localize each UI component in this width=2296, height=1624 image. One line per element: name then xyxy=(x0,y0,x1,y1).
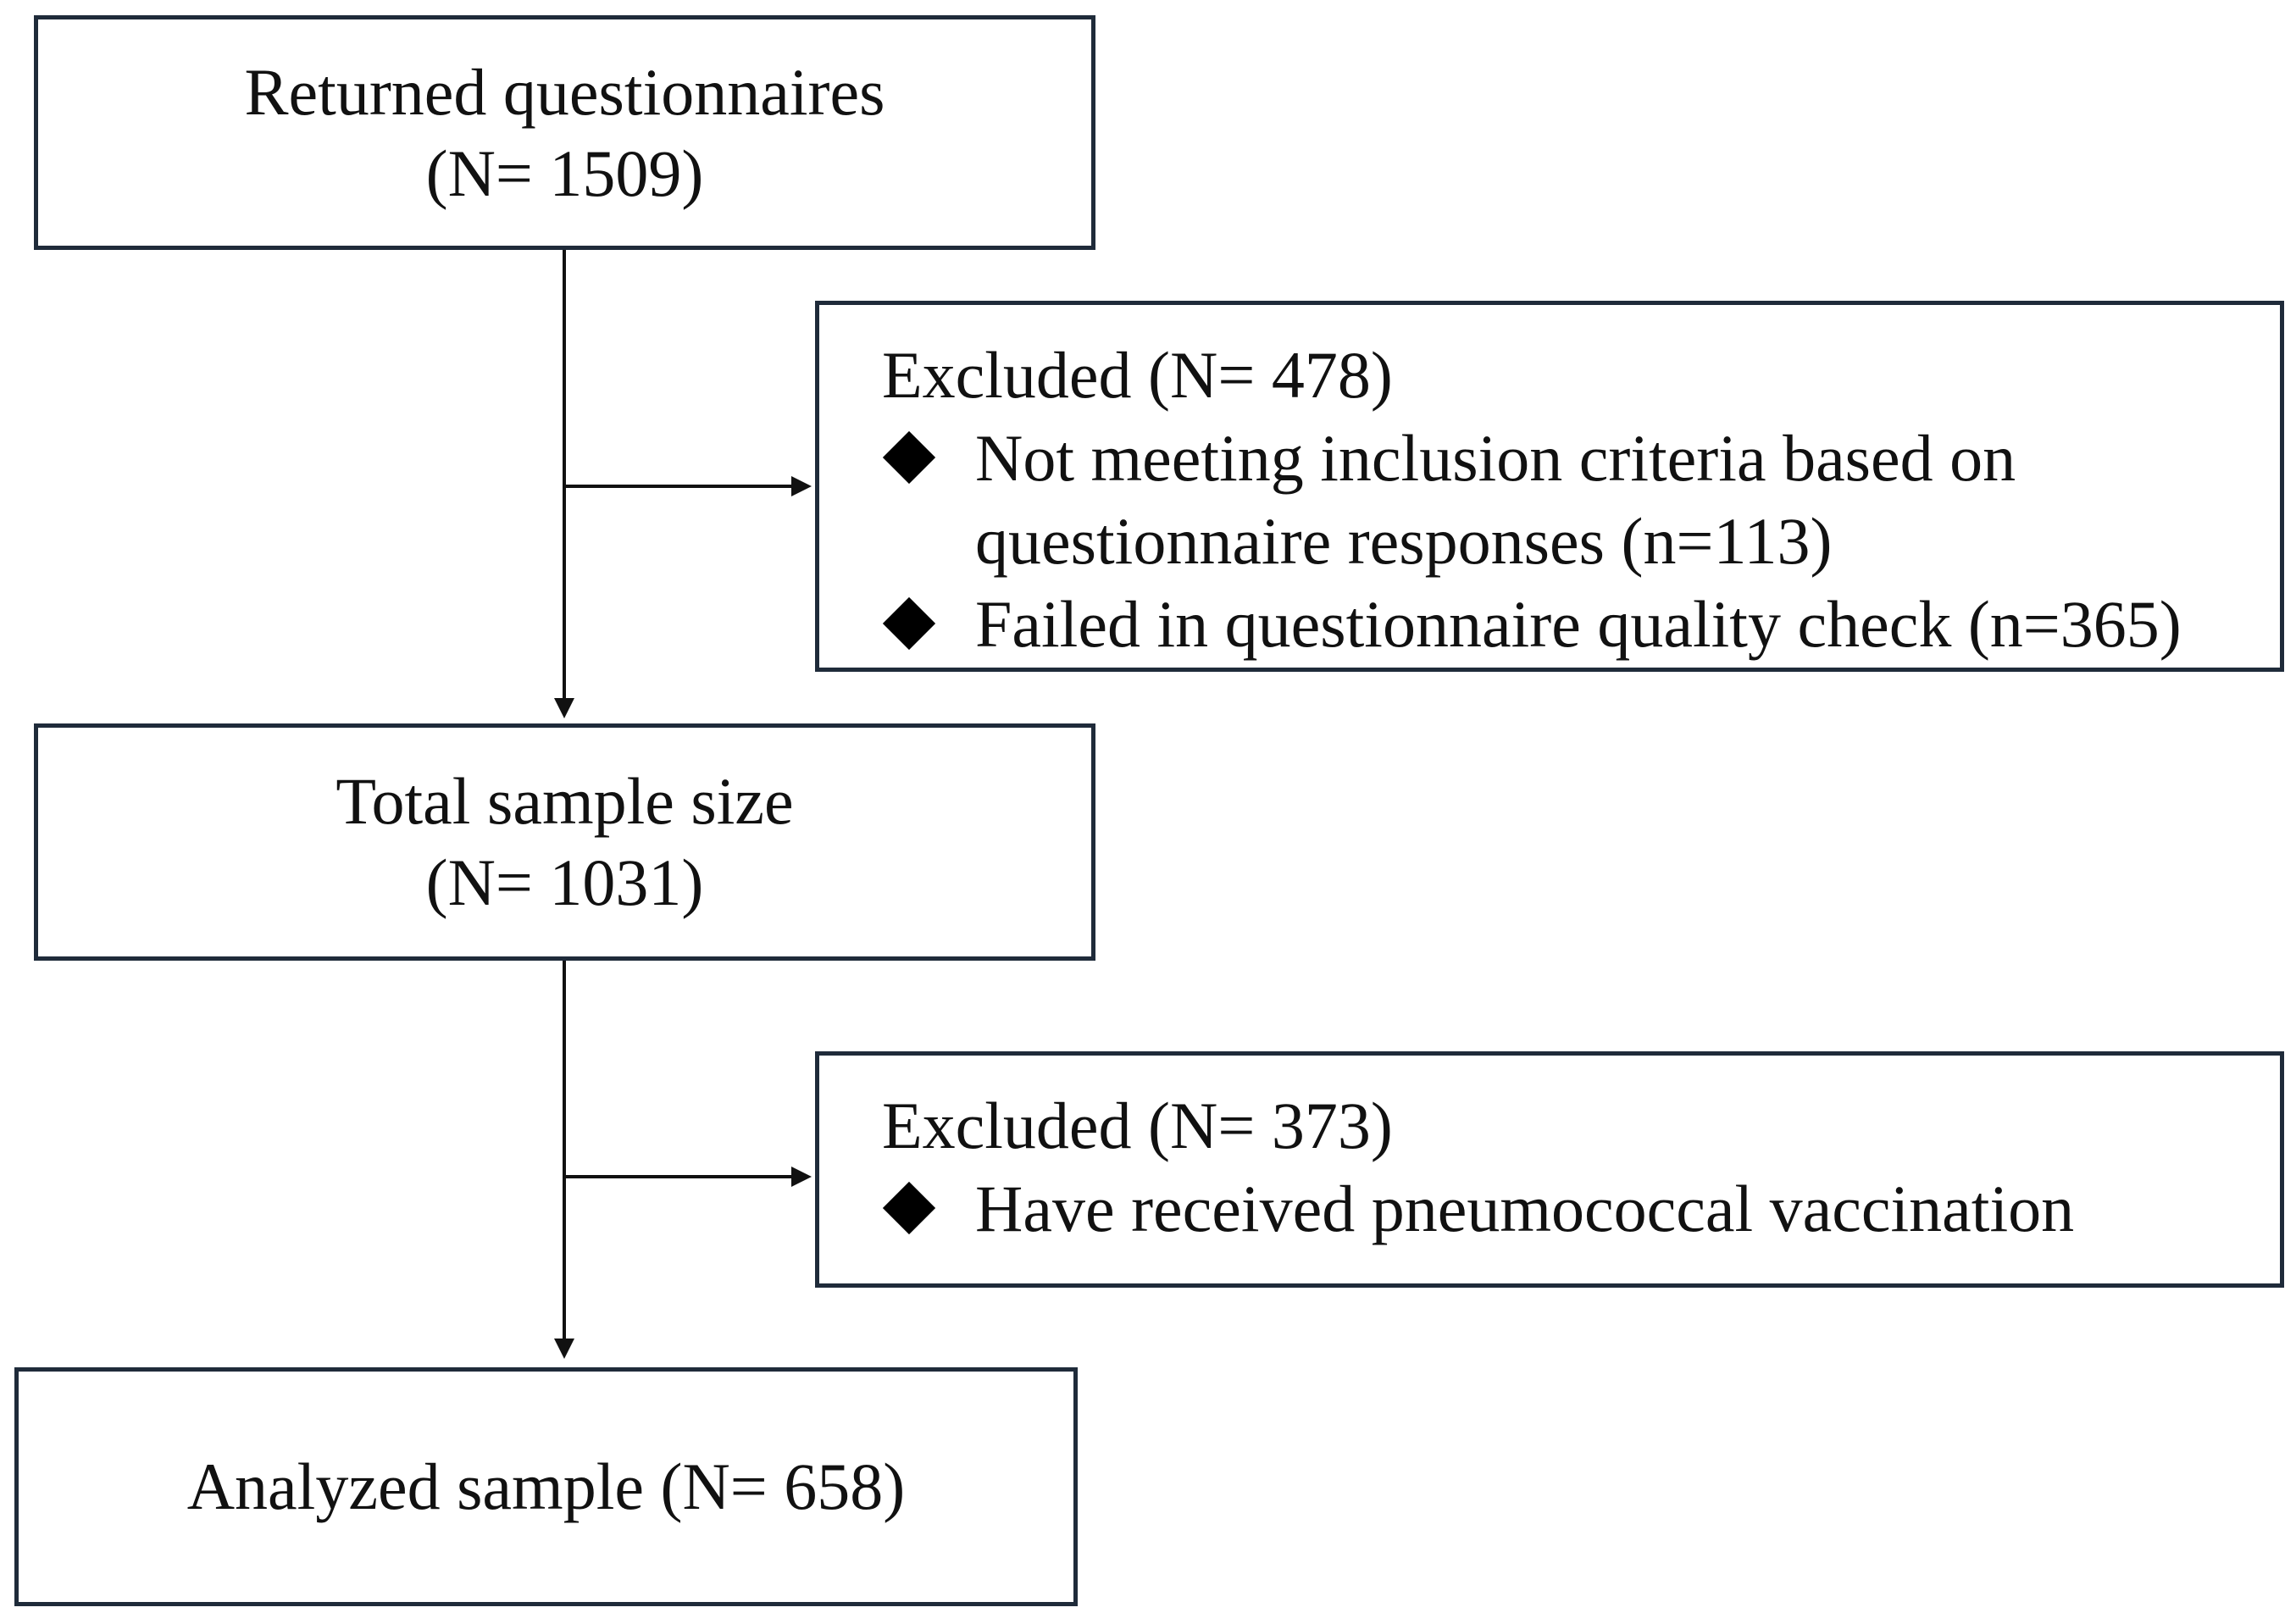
excluded-1-item-2: Failed in questionnaire quality check (n… xyxy=(882,583,2280,666)
excluded-2-item-1-text: Have received pneumococcal vaccination xyxy=(975,1172,2075,1245)
excluded-1-heading: Excluded (N= 478) xyxy=(882,338,1393,412)
returned-title: Returned questionnaires xyxy=(244,54,885,129)
excluded-2-item-1: Have received pneumococcal vaccination xyxy=(882,1167,2280,1250)
analyzed-sample-box: Analyzed sample (N= 658) xyxy=(14,1367,1078,1606)
excluded-1-item-1: Not meeting inclusion criteria based on … xyxy=(882,417,2280,583)
returned-count: (N= 1509) xyxy=(425,136,704,210)
total-title: Total sample size xyxy=(336,764,794,839)
diamond-bullet-icon xyxy=(882,1181,936,1235)
excluded-2-heading: Excluded (N= 373) xyxy=(882,1089,1393,1162)
excluded-1-item-1-text: Not meeting inclusion criteria based on … xyxy=(975,421,2016,578)
excluded-box-2: Excluded (N= 373) Have received pneumoco… xyxy=(815,1051,2284,1288)
diamond-bullet-icon xyxy=(882,430,936,485)
returned-questionnaires-box: Returned questionnaires (N= 1509) xyxy=(34,15,1095,250)
analyzed-title: Analyzed sample (N= 658) xyxy=(186,1449,906,1524)
excluded-box-1: Excluded (N= 478) Not meeting inclusion … xyxy=(815,301,2284,672)
diamond-bullet-icon xyxy=(882,596,936,651)
excluded-1-item-2-text: Failed in questionnaire quality check (n… xyxy=(975,587,2182,661)
total-sample-box: Total sample size (N= 1031) xyxy=(34,723,1095,961)
total-count: (N= 1031) xyxy=(425,845,704,919)
